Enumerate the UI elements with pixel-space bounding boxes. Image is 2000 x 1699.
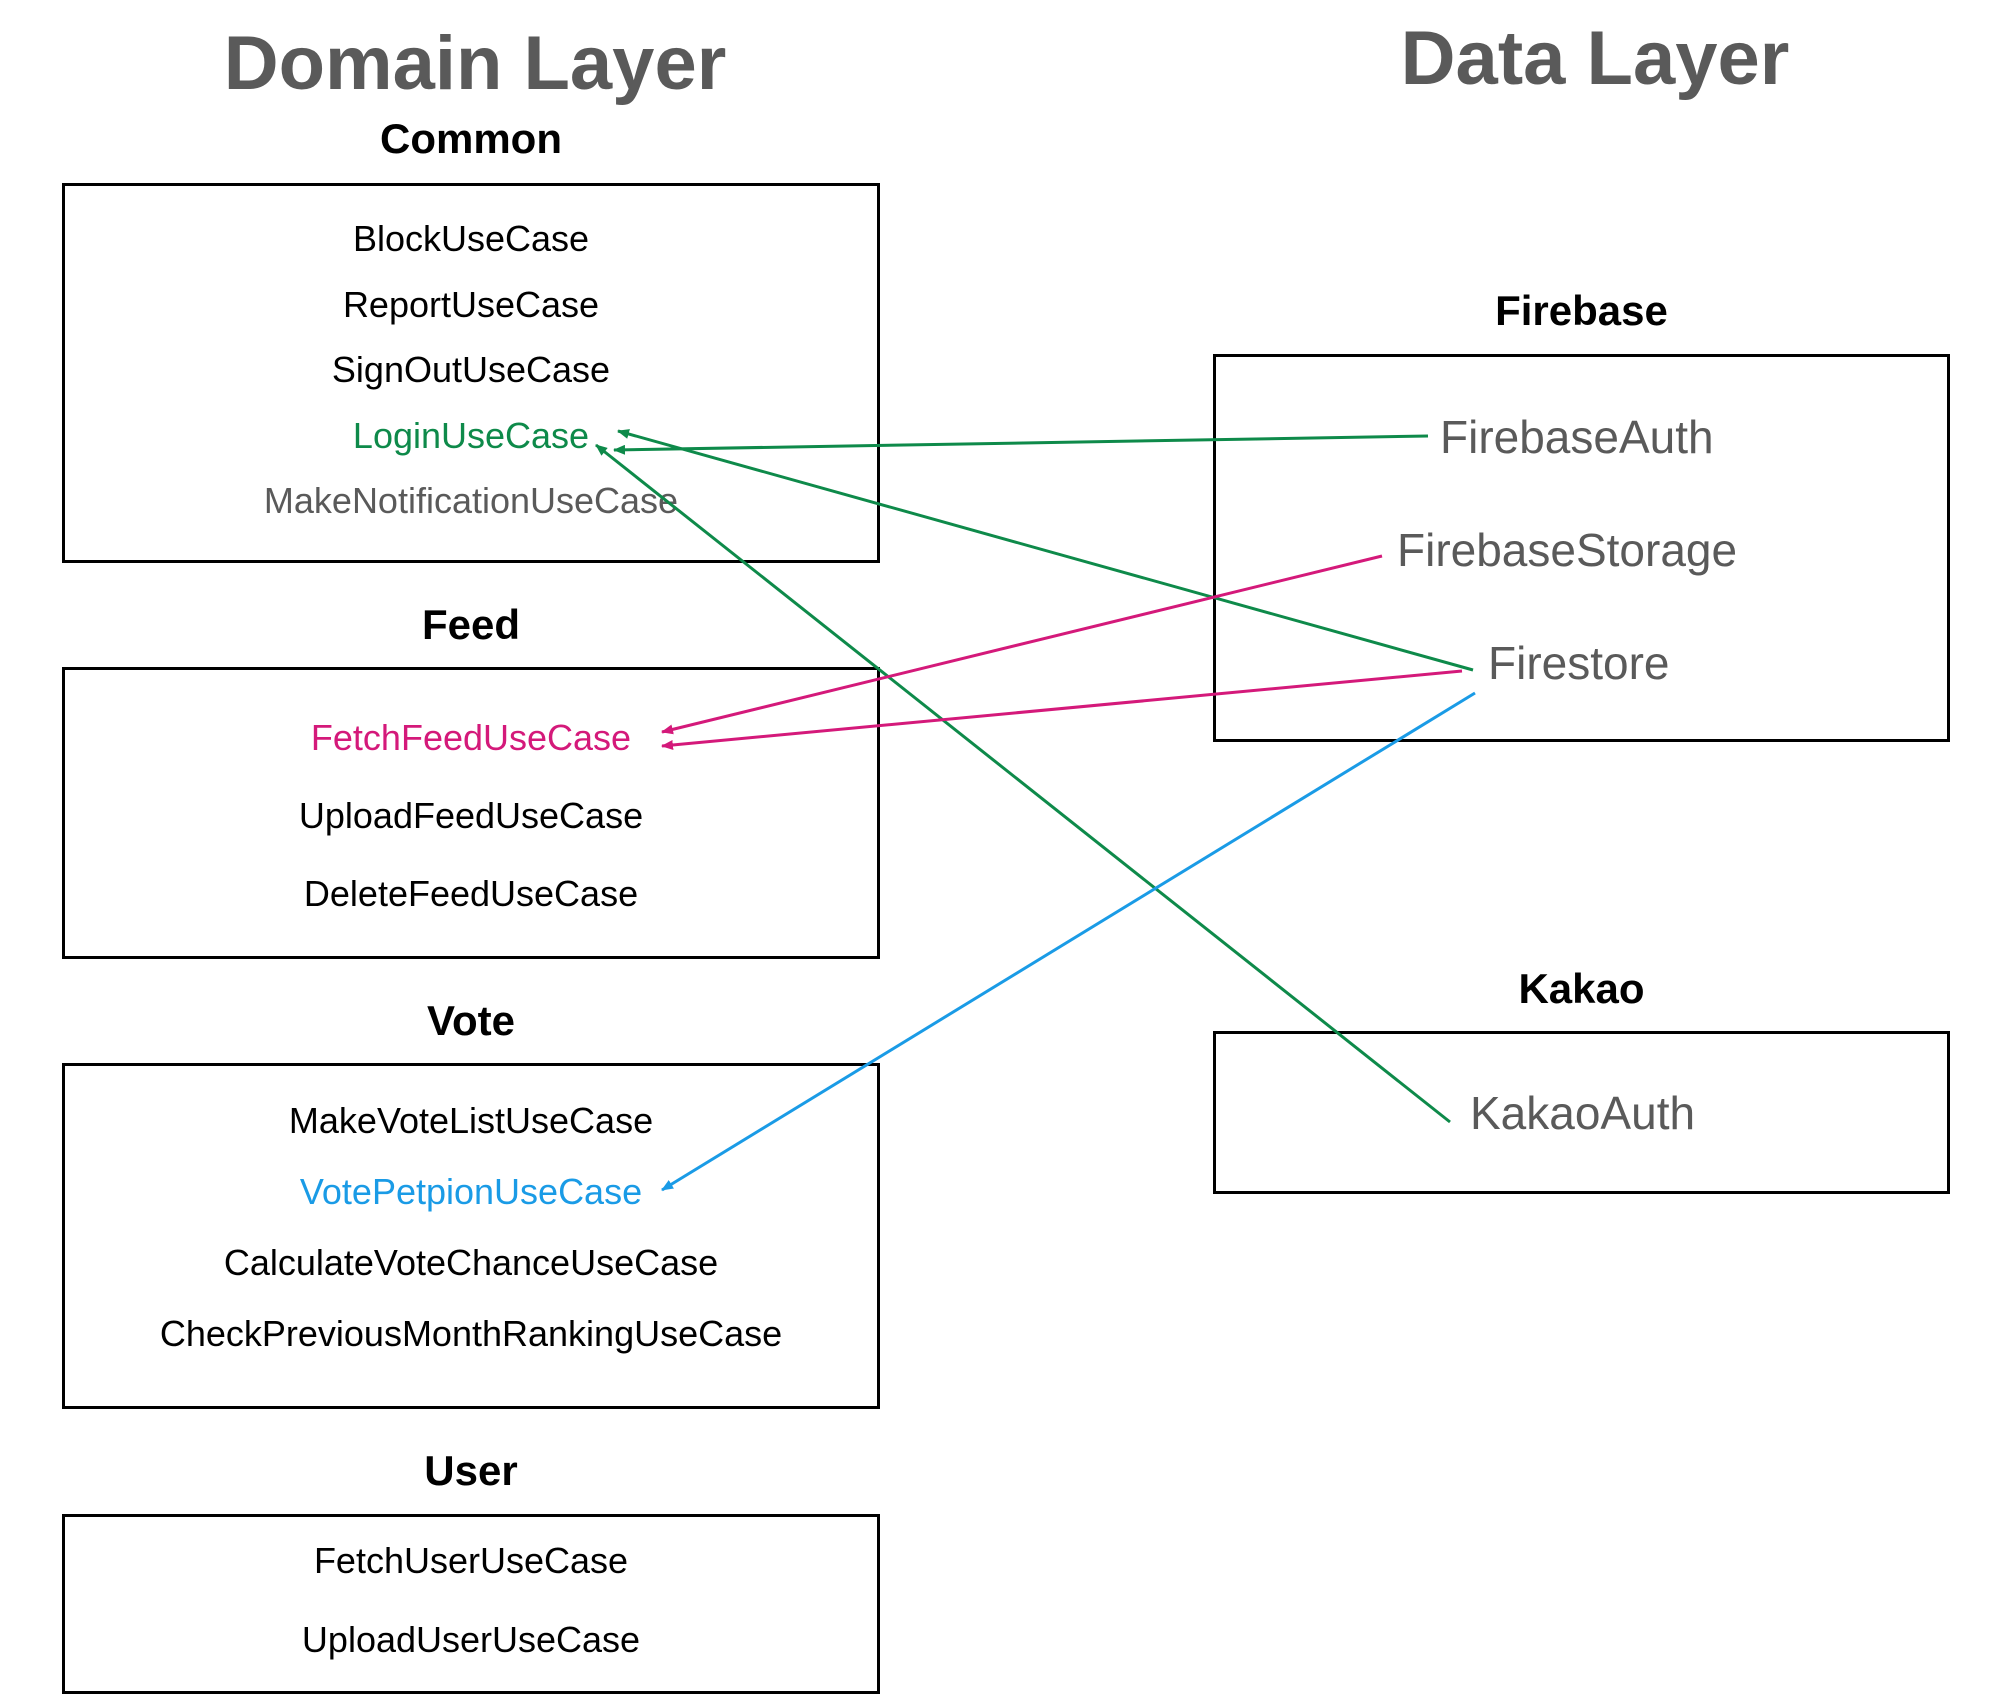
usecase-fetch-feed: FetchFeedUseCase <box>310 717 632 758</box>
usecase-report: ReportUseCase <box>342 284 600 325</box>
arrow-firestore-to-votepetpion <box>661 691 1476 1192</box>
usecase-login: LoginUseCase <box>352 415 590 456</box>
data-layer-title: Data Layer <box>1400 16 1790 101</box>
data-source-firebase-storage: FirebaseStorage <box>1397 524 1738 576</box>
data-source-kakao-auth: KakaoAuth <box>1470 1087 1696 1139</box>
usecase-vote-petpion: VotePetpionUseCase <box>299 1171 643 1212</box>
group-title-firebase: Firebase <box>1495 287 1668 334</box>
box-user <box>62 1514 880 1694</box>
arrow-firebaseauth-to-login <box>613 434 1429 455</box>
group-title-common: Common <box>380 115 562 162</box>
usecase-make-vote-list: MakeVoteListUseCase <box>288 1100 654 1141</box>
usecase-block: BlockUseCase <box>352 218 590 259</box>
domain-layer-title: Domain Layer <box>223 21 727 106</box>
group-title-feed: Feed <box>421 601 521 648</box>
arrow-firestore-to-fetchfeed <box>661 669 1463 750</box>
group-title-kakao: Kakao <box>1518 965 1645 1012</box>
data-source-firebase-auth: FirebaseAuth <box>1440 411 1714 463</box>
box-feed <box>62 667 880 959</box>
box-kakao <box>1213 1031 1950 1194</box>
box-firebase <box>1213 354 1950 742</box>
usecase-delete-feed: DeleteFeedUseCase <box>303 873 639 914</box>
usecase-calculate-vote-chance: CalculateVoteChanceUseCase <box>223 1242 719 1283</box>
arrow-firestore-to-login <box>617 429 1474 672</box>
box-vote <box>62 1063 880 1409</box>
group-title-vote: Vote <box>427 997 515 1044</box>
usecase-upload-feed: UploadFeedUseCase <box>298 795 644 836</box>
arrow-firebasestorage-to-fetchfeed <box>661 554 1383 735</box>
box-common <box>62 183 880 563</box>
usecase-upload-user: UploadUserUseCase <box>301 1619 641 1660</box>
usecase-fetch-user: FetchUserUseCase <box>313 1540 629 1581</box>
arrow-kakaoauth-to-login <box>595 443 1451 1124</box>
usecase-check-previous-month-ranking: CheckPreviousMonthRankingUseCase <box>159 1313 783 1354</box>
group-title-user: User <box>424 1447 518 1494</box>
usecase-make-notification: MakeNotificationUseCase <box>263 480 679 521</box>
data-source-firestore: Firestore <box>1488 637 1670 689</box>
usecase-signout: SignOutUseCase <box>331 349 611 390</box>
